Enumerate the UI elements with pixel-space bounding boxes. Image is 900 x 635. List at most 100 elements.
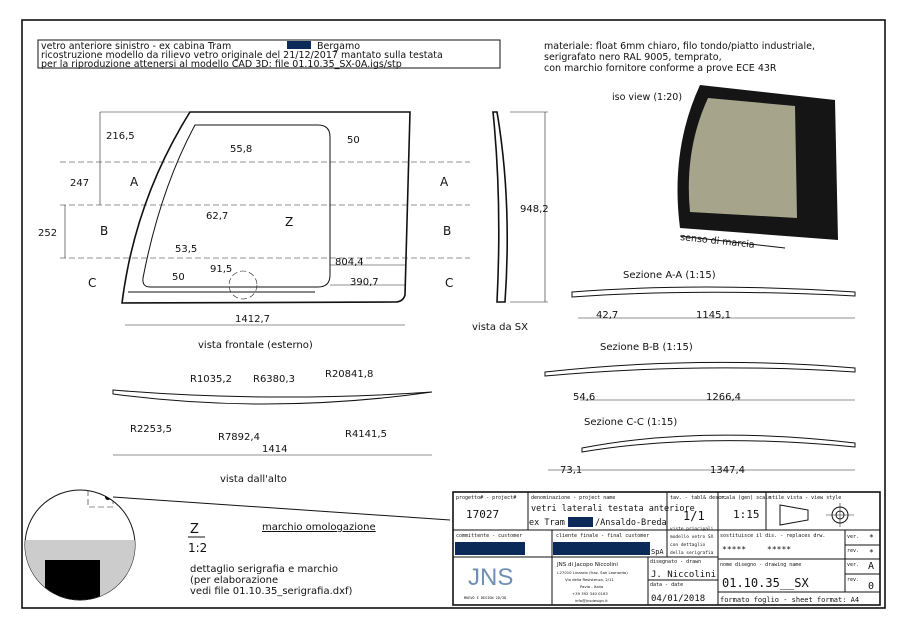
rev-value: 0 xyxy=(868,581,874,592)
replaces-2: ***** xyxy=(767,545,791,554)
detail-z-label: Z xyxy=(190,522,199,537)
section-a-a: Sezione A-A (1:15) 42,7 1145,1 xyxy=(571,270,856,321)
section-mark-a-right: A xyxy=(440,175,449,189)
project-name-2b: /Ansaldo-Breda xyxy=(595,518,667,528)
jns-logo: JNS xyxy=(468,564,513,591)
section-c-label: Sezione C-C (1:15) xyxy=(584,417,677,428)
detail-desc1: dettaglio serigrafia e marchio xyxy=(190,564,338,575)
ver-header: ver. xyxy=(847,562,859,568)
notes-box: vetro anteriore sinistro - ex cabina Tra… xyxy=(37,39,501,70)
ver-header-top: ver. xyxy=(847,534,859,540)
note-line1a: vetro anteriore sinistro - ex cabina Tra… xyxy=(41,41,231,52)
project-name-1: vetri laterali testata anteriore xyxy=(531,504,695,514)
radius-1035-2: R1035,2 xyxy=(190,374,232,385)
note-line2: ricostruzione modello da rilievo vetro o… xyxy=(41,50,443,61)
top-view-label: vista dall'alto xyxy=(220,474,287,485)
top-view: R1035,2 R6380,3 R20841,8 R2253,5 R7892,4… xyxy=(112,369,433,485)
marchio-label: marchio omologazione xyxy=(262,522,376,533)
material-notes: materiale: float 6mm chiaro, filo tondo/… xyxy=(544,41,815,74)
final-customer-redacted xyxy=(553,542,650,555)
company-name: JNS di Jacopo Niccolini xyxy=(556,562,618,568)
section-c-c: Sezione C-C (1:15) 73,1 1347,4 xyxy=(548,417,856,476)
dim-252: 252 xyxy=(38,228,57,239)
ver-top: * xyxy=(869,533,874,542)
address-3: Pavia - Italia xyxy=(580,584,603,589)
dim-54-6: 54,6 xyxy=(573,392,595,403)
redacted-block xyxy=(287,41,311,49)
detail-desc2: (per elaborazione xyxy=(190,575,278,586)
dim-1145-1: 1145,1 xyxy=(696,310,731,321)
iso-view: iso view (1:20) senso di marcia xyxy=(612,85,838,251)
address-1: I-27010 Linarolo (fraz. San Leonardo) xyxy=(557,570,628,575)
dim-247: 247 xyxy=(70,178,89,189)
tab-desc4: della serigrafia xyxy=(670,550,714,556)
first-angle-projection-icon xyxy=(779,503,854,527)
project-header: progetto# - project# xyxy=(456,495,516,501)
radius-6380-3: R6380,3 xyxy=(253,374,295,385)
final-customer-suffix: SpA xyxy=(651,548,664,556)
sheet-border xyxy=(21,19,886,609)
dim-50-top: 50 xyxy=(347,135,360,146)
final-customer-header: cliente finale - final customer xyxy=(556,533,649,539)
section-b-b: Sezione B-B (1:15) 54,6 1266,4 xyxy=(544,342,856,403)
tab-value: 1/1 xyxy=(683,509,705,523)
radius-2253-5: R2253,5 xyxy=(130,424,172,435)
drawing-name-header: nome disegno - drawing name xyxy=(720,562,801,568)
customer-redacted xyxy=(455,542,525,555)
material-line2: serigrafato nero RAL 9005, temprato, xyxy=(544,52,722,63)
customer-header: committente - customer xyxy=(456,533,522,539)
dim-216-5: 216,5 xyxy=(106,131,135,142)
view-style-header: stile vista - view style xyxy=(769,495,841,501)
section-b-label: Sezione B-B (1:15) xyxy=(600,342,693,353)
section-a-label: Sezione A-A (1:15) xyxy=(623,270,716,281)
title-block: progetto# - project# 17027 denominazione… xyxy=(452,491,881,606)
project-name-redacted xyxy=(568,517,593,527)
front-view: 216,5 247 252 55,8 50 62,7 53,5 50 91,5 … xyxy=(38,111,470,351)
date: 04/01/2018 xyxy=(651,594,705,604)
replaces-1: ***** xyxy=(722,545,746,554)
section-mark-c-left: C xyxy=(88,276,96,290)
radius-4141-5: R4141,5 xyxy=(345,429,387,440)
dim-948-2: 948,2 xyxy=(520,204,549,215)
side-view-label: vista da SX xyxy=(472,322,528,333)
sheet-format: formato foglio - sheet format: A4 xyxy=(720,596,859,604)
detail-z: marchio omologazione Z 1:2 dettaglio ser… xyxy=(24,489,451,601)
email: info@jnsdesign.it xyxy=(575,598,608,603)
direction-label: senso di marcia xyxy=(680,232,755,251)
drawn-by: J. Niccolini xyxy=(651,570,716,580)
radius-7892-4: R7892,4 xyxy=(218,432,260,443)
address-2: Via della Resistenza, 2/11 xyxy=(565,577,614,582)
scale-header: scala (gen) scale xyxy=(720,495,771,501)
project-name-2a: ex Tram xyxy=(529,518,565,528)
front-view-label: vista frontale (esterno) xyxy=(198,340,313,351)
dim-1347-4: 1347,4 xyxy=(710,465,745,476)
detail-scale: 1:2 xyxy=(188,541,207,555)
section-mark-a-left: A xyxy=(130,175,139,189)
rev-header: rev. xyxy=(847,577,859,583)
detail-desc3: vedi file 01.10.35_serigrafia.dxf) xyxy=(190,586,353,597)
section-mark-c-right: C xyxy=(445,276,453,290)
project-number: 17027 xyxy=(466,508,499,521)
date-header: data - date xyxy=(650,582,683,588)
material-line3: con marchio fornitore conforme a prove E… xyxy=(544,63,777,74)
dim-73-1: 73,1 xyxy=(560,465,582,476)
note-line3: per la riproduzione attenersi al modello… xyxy=(41,59,402,70)
rev-top: * xyxy=(869,548,874,557)
phone: +39 392 340 0183 xyxy=(572,591,608,596)
detail-mark-z: Z xyxy=(285,215,293,229)
name-header: denominazione - project name xyxy=(531,495,615,501)
dim-53-5: 53,5 xyxy=(175,244,197,255)
section-mark-b-left: B xyxy=(100,224,108,238)
radius-20841-8: R20841,8 xyxy=(325,369,373,380)
dim-1412-7: 1412,7 xyxy=(235,314,270,325)
tab-desc2: modello vetro SX xyxy=(670,534,714,540)
replaces-header: sostituisce il dis. - replaces drw. xyxy=(720,533,825,539)
drawn-header: disegnato - drawn xyxy=(650,559,701,565)
dim-62-7: 62,7 xyxy=(206,211,228,222)
scale-value: 1:15 xyxy=(733,508,760,521)
rev-header-top: rev. xyxy=(847,548,859,554)
dim-91-5: 91,5 xyxy=(210,264,232,275)
tab-desc1: viste principali xyxy=(670,526,714,532)
tab-desc3: con dettaglio xyxy=(670,542,706,548)
